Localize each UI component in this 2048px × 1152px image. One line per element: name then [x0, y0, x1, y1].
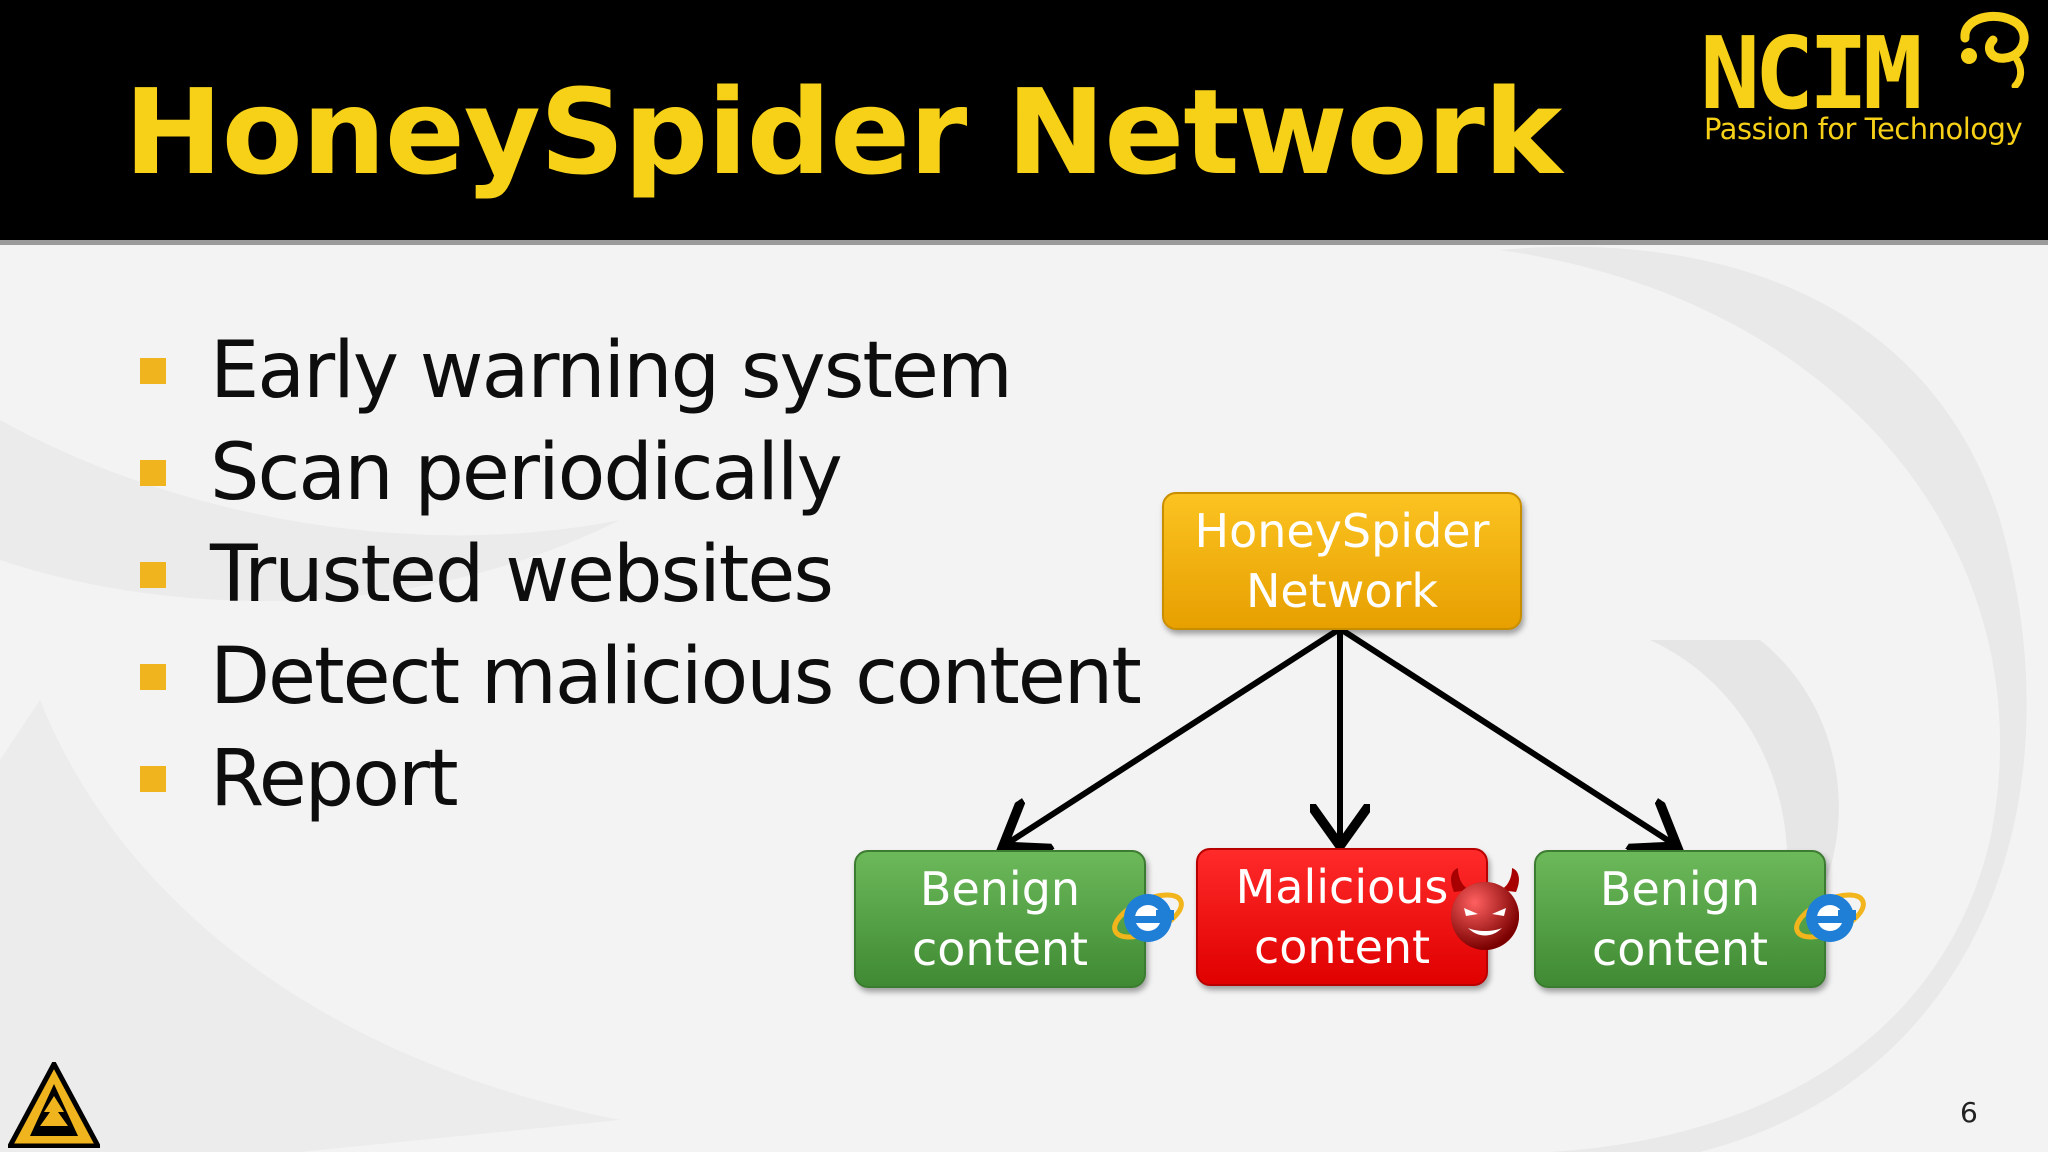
malicious-node: Malicious content — [1196, 848, 1488, 986]
bullet-item: Early warning system — [140, 320, 1140, 422]
bullet-text: Early warning system — [210, 326, 1013, 416]
bullet-item: Trusted websites — [140, 524, 1140, 626]
arrow-to-left-node — [1008, 627, 1340, 843]
root-node: HoneySpider Network — [1162, 492, 1522, 630]
slide-number: 6 — [1960, 1096, 1978, 1129]
bullet-text: Detect malicious content — [210, 632, 1142, 722]
bullet-text: Report — [210, 734, 459, 824]
devil-face-icon — [1451, 868, 1519, 950]
benign-node-left: Benign content — [854, 850, 1146, 988]
bullet-marker — [140, 766, 166, 792]
bullet-marker — [140, 562, 166, 588]
internet-explorer-icon — [1112, 892, 1184, 942]
brand-name: NCIM — [1700, 15, 1923, 132]
internet-explorer-icon — [1794, 892, 1866, 942]
benign-node-label: Benign content — [1591, 862, 1769, 976]
bullet-item: Detect malicious content — [140, 626, 1142, 728]
bullet-list: Early warning system Scan periodically T… — [140, 320, 1142, 830]
slide-title: HoneySpider Network — [124, 63, 1562, 201]
ncim-swirl-icon — [1960, 11, 2029, 88]
benign-node-label: Benign content — [911, 862, 1089, 976]
malicious-node-label: Malicious content — [1235, 860, 1449, 974]
brand-tagline: Passion for Technology — [1704, 112, 2023, 146]
bullet-marker — [140, 460, 166, 486]
bullet-text: Trusted websites — [210, 530, 834, 620]
title-bar — [0, 0, 2048, 240]
bullet-item: Scan periodically — [140, 422, 1140, 524]
benign-node-right: Benign content — [1534, 850, 1826, 988]
bullet-item: Report — [140, 728, 1140, 830]
brand-logo: NCIM Passion for Technology — [1700, 14, 2040, 154]
arrow-to-right-node — [1340, 627, 1672, 843]
bullet-marker — [140, 664, 166, 690]
root-node-label: HoneySpider Network — [1194, 504, 1490, 618]
bullet-marker — [140, 358, 166, 384]
title-bar-divider — [0, 240, 2048, 245]
triangle-tree-logo-icon — [8, 1062, 100, 1148]
bullet-text: Scan periodically — [210, 428, 843, 518]
